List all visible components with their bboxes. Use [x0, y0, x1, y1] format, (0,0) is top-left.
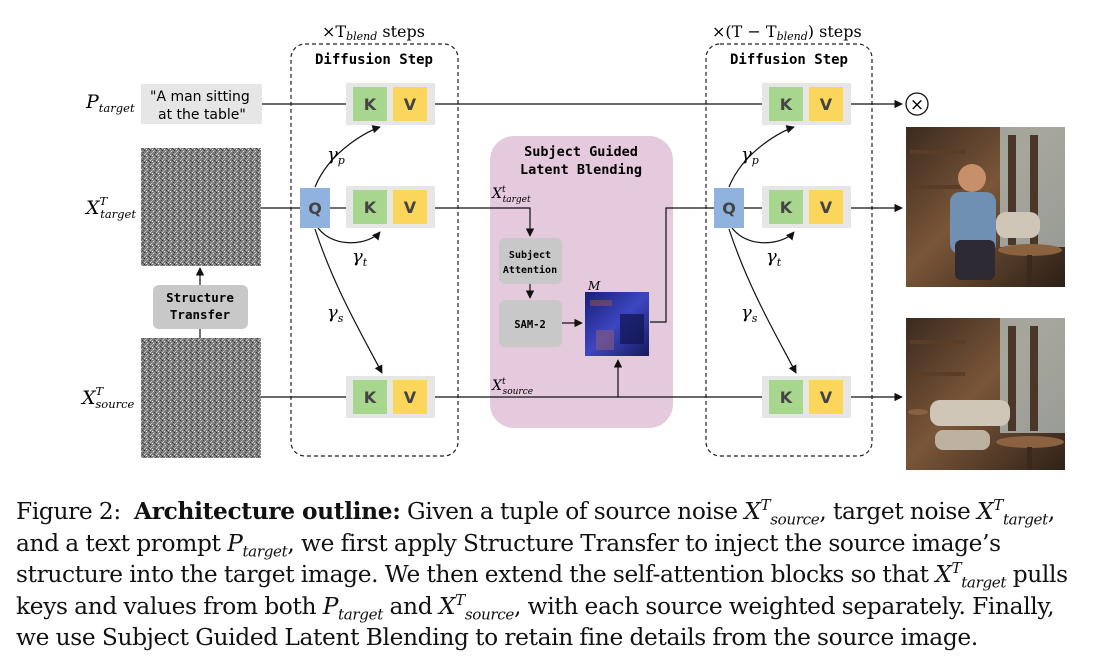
prompt-line-2: at the table"	[158, 107, 246, 123]
value-box	[809, 380, 843, 414]
key-box	[769, 190, 803, 224]
caption-text-5: pulls keys and values from both	[16, 561, 1068, 620]
discard-symbol: ×	[905, 92, 929, 116]
figure-caption: Figure 2: Architecture outline: Given a …	[16, 496, 1086, 654]
caption-text-4: , we first apply Structure Transfer to i…	[16, 529, 1001, 589]
target-latent-to-blend	[435, 207, 535, 237]
subject-attention-box	[499, 238, 562, 284]
latent-blending-title-1: Subject Guided	[524, 144, 638, 160]
gamma-p-arrow-left	[314, 125, 381, 188]
key-box	[353, 190, 387, 224]
mask-image	[585, 292, 649, 356]
latent-blending-title-2: Latent Blending	[520, 162, 642, 178]
value-box	[393, 380, 427, 414]
gamma-s-right: γs	[741, 302, 758, 325]
target-noise-image	[141, 148, 261, 266]
caption-var-p-target: Ptarget	[227, 529, 288, 561]
remaining-steps-label: ×(T − Tblend) steps	[712, 22, 862, 43]
caption-var-p-target-2: Ptarget	[322, 592, 384, 624]
value-label: V	[404, 198, 417, 217]
gamma-p-arrow-right	[728, 125, 795, 188]
value-box	[393, 190, 427, 224]
caption-title: Architecture outline:	[134, 498, 401, 525]
key-label: K	[364, 95, 377, 114]
key-label: K	[780, 388, 793, 407]
gamma-p-right: γp	[741, 144, 759, 167]
caption-text-1: Given a tuple of source noise	[400, 498, 745, 525]
gamma-t-arrow-left	[317, 227, 381, 244]
subject-attention-line-2: Attention	[503, 264, 557, 276]
output-image-target	[906, 127, 1065, 287]
key-label: K	[364, 198, 377, 217]
blend-to-query	[650, 207, 714, 323]
key-label: K	[364, 388, 377, 407]
sam2-box	[499, 300, 562, 347]
gamma-s-arrow-left	[314, 228, 383, 374]
key-label: K	[780, 95, 793, 114]
caption-text-6: and	[382, 592, 439, 620]
gamma-t-right: γt	[766, 246, 782, 269]
subject-attention-line-1: Subject	[509, 249, 551, 261]
value-box	[809, 87, 843, 121]
query-label-right: Q	[722, 199, 736, 218]
mask-label: M	[587, 279, 601, 293]
diffusion-step-title-right: Diffusion Step	[730, 52, 848, 68]
caption-var-x-source-2: XTsource	[438, 590, 515, 624]
key-box	[769, 87, 803, 121]
structure-transfer-line-2: Transfer	[170, 307, 231, 322]
sam2-label: SAM-2	[514, 319, 546, 331]
value-label: V	[404, 388, 417, 407]
blend-steps-label: ×Tblend steps	[322, 22, 425, 43]
value-label: V	[820, 388, 833, 407]
key-box	[353, 87, 387, 121]
output-image-source	[906, 318, 1065, 470]
key-box	[353, 380, 387, 414]
structure-transfer-line-1: Structure	[166, 290, 234, 305]
value-label: V	[404, 95, 417, 114]
caption-paragraph: Figure 2: Architecture outline: Given a …	[16, 496, 1086, 654]
gamma-s-left: γs	[327, 302, 344, 325]
query-label-left: Q	[308, 199, 322, 218]
key-label: K	[780, 198, 793, 217]
gamma-s-arrow-right	[728, 228, 797, 374]
prompt-box	[141, 84, 262, 124]
value-box	[809, 190, 843, 224]
query-box-left	[300, 188, 330, 228]
caption-text-2: , target noise	[819, 498, 977, 525]
value-label: V	[820, 198, 833, 217]
gamma-t-left: γt	[352, 246, 368, 269]
caption-var-x-target: XTtarget	[976, 496, 1048, 529]
query-box-right	[714, 188, 744, 228]
svg-text:×: ×	[910, 95, 924, 115]
caption-figure-number: Figure 2:	[16, 498, 121, 525]
caption-text-3: , and a text prompt	[16, 498, 1055, 557]
gamma-t-arrow-right	[731, 227, 795, 244]
value-label: V	[820, 95, 833, 114]
diffusion-step-box-left	[290, 43, 459, 457]
prompt-line-1: "A man sitting	[150, 89, 250, 105]
gamma-p-left: γp	[327, 144, 345, 167]
key-box	[769, 380, 803, 414]
diffusion-step-box-right	[705, 43, 873, 457]
structure-transfer-box	[153, 285, 248, 329]
caption-var-x-target-2: XTtarget	[935, 559, 1007, 592]
caption-var-x-source: XTsource	[744, 496, 820, 529]
value-box	[393, 87, 427, 121]
label-p-target: Ptarget	[85, 91, 135, 115]
caption-text-7: , with each source weighted separately. …	[16, 592, 1055, 652]
architecture-diagram: ×Tblend steps ×(T − Tblend) steps Diffus…	[80, 22, 1065, 470]
diffusion-step-title-left: Diffusion Step	[315, 52, 433, 68]
source-noise-image	[141, 338, 261, 458]
